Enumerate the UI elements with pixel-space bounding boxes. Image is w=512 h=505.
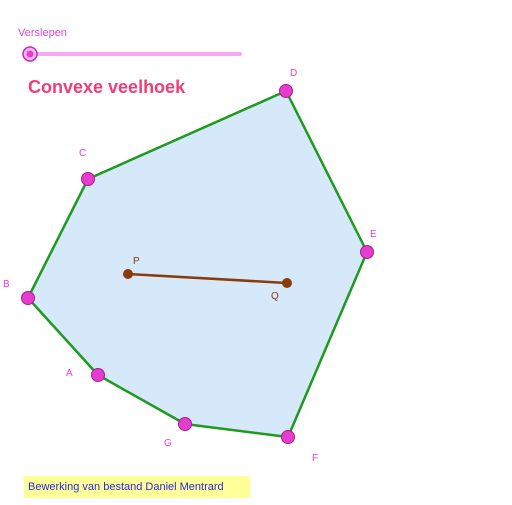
- vertex-c[interactable]: [81, 172, 95, 186]
- vertex-f-label: F: [312, 453, 318, 464]
- vertex-c-label: C: [79, 148, 86, 159]
- page-title: Convexe veelhoek: [28, 77, 186, 97]
- point-q[interactable]: [282, 278, 292, 288]
- vertex-f[interactable]: [281, 430, 295, 444]
- vertex-d[interactable]: [279, 84, 293, 98]
- drag-slider[interactable]: [22, 46, 242, 62]
- vertex-a[interactable]: [91, 368, 105, 382]
- convex-polygon: [26, 89, 369, 439]
- point-q-label: Q: [271, 291, 279, 302]
- vertex-g-label: G: [164, 438, 172, 449]
- vertex-b[interactable]: [21, 291, 35, 305]
- segment-pq: [127, 272, 288, 285]
- vertex-e[interactable]: [360, 245, 374, 259]
- vertex-d-label: D: [290, 68, 297, 79]
- vertex-g[interactable]: [178, 417, 192, 431]
- slider-label: Verslepen: [18, 27, 67, 39]
- vertex-e-label: E: [370, 229, 377, 240]
- vertex-a-label: A: [66, 368, 73, 379]
- point-p-label: P: [133, 256, 140, 267]
- credit-box: Bewerking van bestand Daniel Mentrard: [24, 476, 250, 498]
- point-p[interactable]: [123, 269, 133, 279]
- slider-knob-center: [26, 50, 34, 58]
- vertex-b-label: B: [3, 279, 10, 290]
